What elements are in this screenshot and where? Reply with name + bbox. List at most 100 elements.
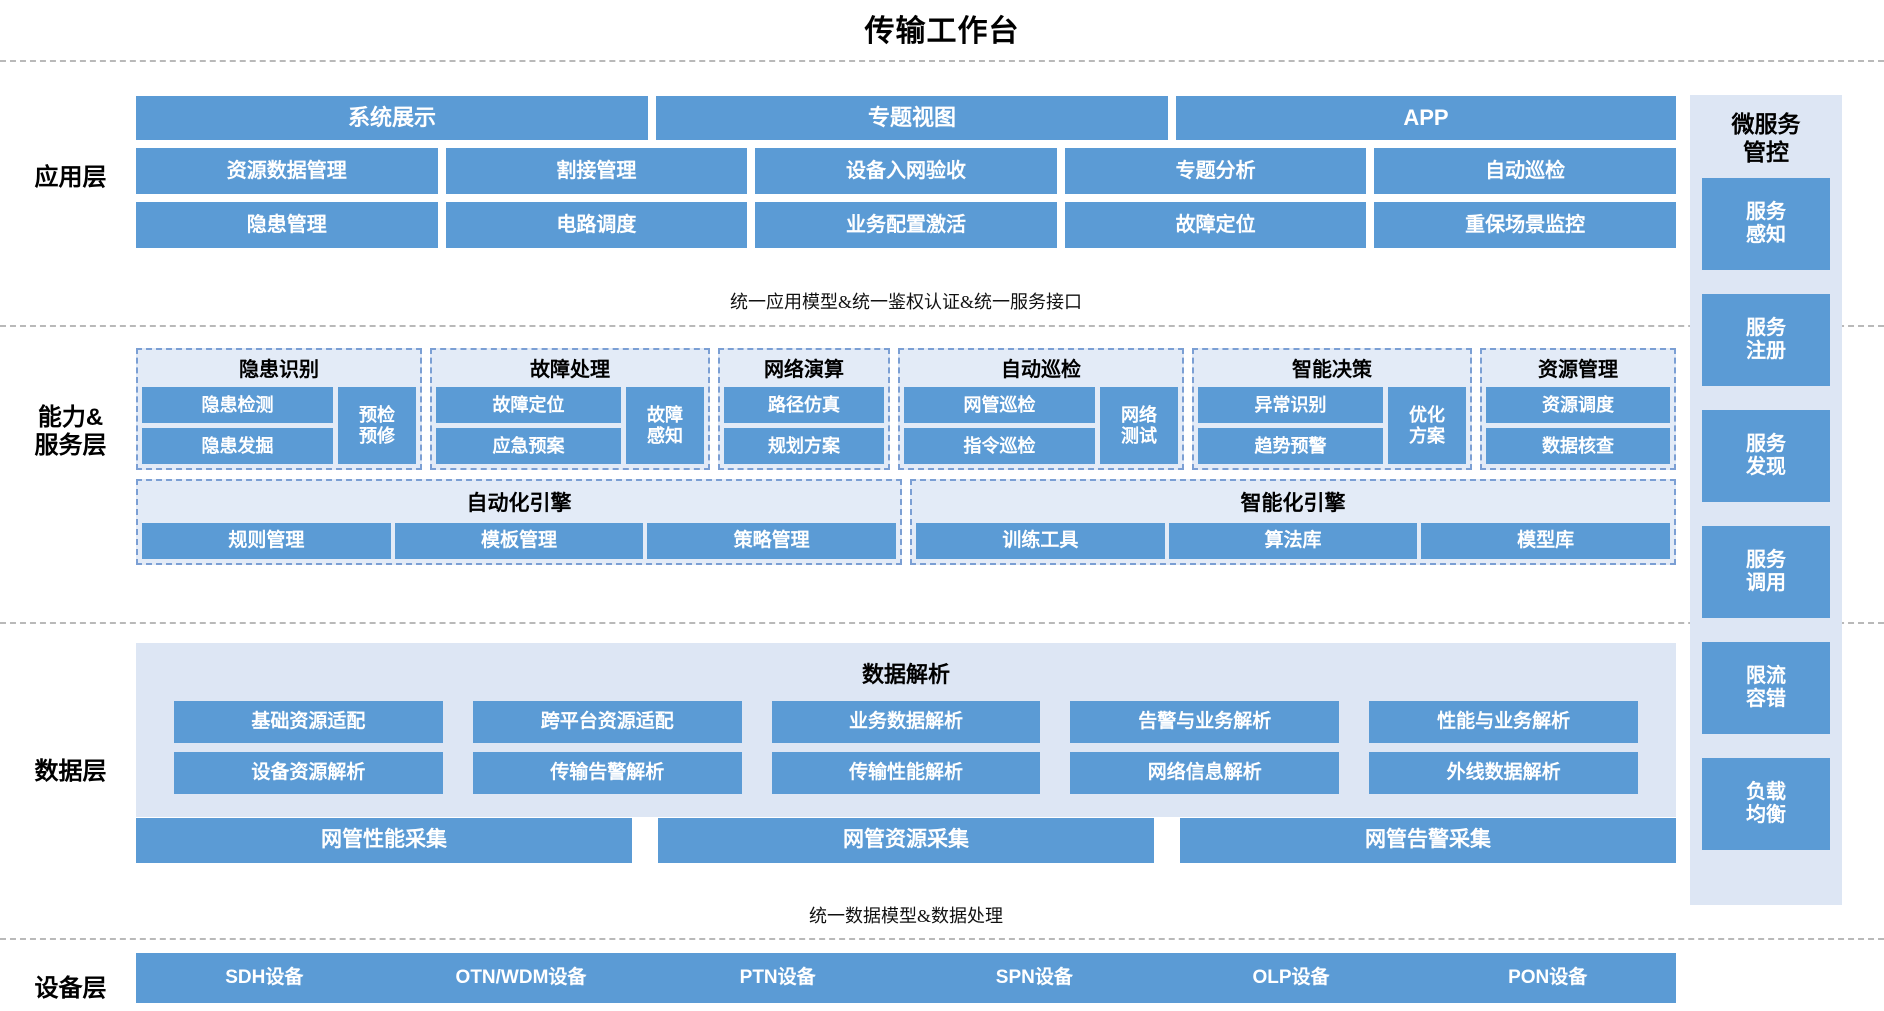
cap-cell-emergency-plan[interactable]: 应急预案 — [436, 428, 621, 464]
engine-cell-rule-mgmt[interactable]: 规则管理 — [142, 523, 391, 559]
cap-tall-line2: 测试 — [1121, 425, 1157, 446]
cap-tall-line1: 预检 — [359, 404, 395, 425]
app-block-service-config-activation[interactable]: 业务配置激活 — [755, 202, 1057, 248]
app-block-system-display[interactable]: 系统展示 — [136, 96, 648, 140]
layer-label-capability-line1: 能力& — [37, 404, 104, 431]
engine-cell-training-tools[interactable]: 训练工具 — [916, 523, 1165, 559]
data-cell-device-resource-parse[interactable]: 设备资源解析 — [174, 752, 443, 794]
ms-item-line1: 服务 — [1746, 549, 1786, 572]
data-cell-network-info-parse[interactable]: 网络信息解析 — [1070, 752, 1340, 794]
microservice-item-awareness[interactable]: 服务 感知 — [1702, 178, 1830, 271]
microservice-item-load-balancing[interactable]: 负载 均衡 — [1702, 758, 1830, 851]
app-block-app[interactable]: APP — [1176, 96, 1676, 140]
device-cell-otn-wdm[interactable]: OTN/WDM设备 — [392, 967, 650, 989]
data-cell-cross-platform-adapt[interactable]: 跨平台资源适配 — [472, 701, 742, 743]
data-collection-row: 网管性能采集 网管资源采集 网管告警采集 — [136, 818, 1676, 863]
application-bottom-row: 隐患管理 电路调度 业务配置激活 故障定位 重保场景监控 — [136, 202, 1676, 248]
device-cell-spn[interactable]: SPN设备 — [906, 967, 1163, 989]
cap-tall-line2: 预修 — [359, 425, 395, 446]
device-cell-sdh[interactable]: SDH设备 — [135, 967, 393, 989]
application-top-row: 系统展示 专题视图 APP — [136, 96, 1676, 140]
data-cell-basic-resource-adapt[interactable]: 基础资源适配 — [174, 701, 443, 743]
microservice-item-invocation[interactable]: 服务 调用 — [1702, 526, 1830, 619]
data-cell-alarm-service-parse[interactable]: 告警与业务解析 — [1070, 701, 1340, 743]
data-panel-title: 数据解析 — [861, 662, 950, 687]
app-block-cutover-mgmt[interactable]: 割接管理 — [445, 148, 748, 194]
collect-cell-nms-alarm[interactable]: 网管告警采集 — [1180, 818, 1676, 863]
collect-cell-nms-performance[interactable]: 网管性能采集 — [136, 818, 632, 863]
ms-item-line2: 感知 — [1746, 224, 1786, 247]
engine-cell-template-mgmt[interactable]: 模板管理 — [394, 523, 644, 559]
microservice-panel: 微服务 管控 服务 感知 服务 注册 服务 发现 服务 调用 — [1690, 95, 1842, 905]
cap-cell-pre-check-repair[interactable]: 预检 预修 — [338, 387, 416, 464]
ms-item-line2: 均衡 — [1746, 804, 1786, 827]
engine-cell-model-library[interactable]: 模型库 — [1421, 523, 1671, 559]
device-cell-olp[interactable]: OLP设备 — [1162, 967, 1420, 989]
cap-cell-network-test[interactable]: 网络 测试 — [1100, 387, 1178, 464]
capability-group-row: 隐患识别 隐患检测 隐患发掘 预检 预修 故障处理 — [136, 348, 1676, 470]
ms-item-line1: 服务 — [1746, 433, 1786, 456]
ms-item-line1: 限流 — [1746, 665, 1786, 688]
cap-tall-line2: 方案 — [1409, 425, 1445, 446]
app-block-topic-view[interactable]: 专题视图 — [656, 96, 1168, 140]
cap-cell-fault-awareness[interactable]: 故障 感知 — [626, 387, 704, 464]
app-block-fault-location[interactable]: 故障定位 — [1064, 202, 1367, 248]
cap-cell-hazard-detect[interactable]: 隐患检测 — [142, 387, 333, 423]
cap-cell-hazard-discover[interactable]: 隐患发掘 — [142, 428, 333, 464]
ms-item-line2: 注册 — [1746, 340, 1786, 363]
ms-item-line2: 容错 — [1746, 688, 1786, 711]
data-cell-performance-service-parse[interactable]: 性能与业务解析 — [1369, 701, 1638, 743]
device-layer-bar: SDH设备 OTN/WDM设备 PTN设备 SPN设备 OLP设备 PON设备 — [135, 953, 1677, 1003]
layer-label-capability: 能力& 服务层 — [8, 404, 133, 461]
ms-item-line1: 服务 — [1746, 317, 1786, 340]
app-block-key-scene-monitor[interactable]: 重保场景监控 — [1374, 202, 1676, 248]
data-row-2: 设备资源解析 传输告警解析 传输性能解析 网络信息解析 外线数据解析 — [174, 752, 1638, 794]
cap-cell-data-verification[interactable]: 数据核查 — [1486, 428, 1670, 464]
data-cell-transport-alarm-parse[interactable]: 传输告警解析 — [472, 752, 742, 794]
engine-title: 自动化引擎 — [466, 492, 572, 515]
cap-cell-fault-location[interactable]: 故障定位 — [436, 387, 621, 423]
capability-group-fault-handling: 故障处理 故障定位 应急预案 故障 感知 — [430, 348, 710, 470]
app-block-circuit-dispatch[interactable]: 电路调度 — [445, 202, 748, 248]
capability-group-auto-inspection: 自动巡检 网管巡检 指令巡检 网络 测试 — [898, 348, 1184, 470]
application-layer: 系统展示 专题视图 APP 资源数据管理 割接管理 设备入网验收 专题分析 自动… — [136, 96, 1676, 256]
capability-group-resource-management: 资源管理 资源调度 数据核查 — [1480, 348, 1676, 470]
data-cell-transport-performance-parse[interactable]: 传输性能解析 — [771, 752, 1041, 794]
cap-cell-anomaly-identification[interactable]: 异常识别 — [1198, 387, 1383, 423]
cap-cell-optimization-scheme[interactable]: 优化 方案 — [1388, 387, 1466, 464]
ms-item-line1: 服务 — [1746, 201, 1786, 224]
cap-cell-resource-scheduling[interactable]: 资源调度 — [1486, 387, 1670, 423]
separator-above-application — [0, 60, 1884, 62]
microservice-item-discovery[interactable]: 服务 发现 — [1702, 410, 1830, 503]
capability-group-network-calculus: 网络演算 路径仿真 规划方案 — [718, 348, 890, 470]
capability-group-title: 智能决策 — [1292, 359, 1372, 381]
app-block-resource-data-mgmt[interactable]: 资源数据管理 — [136, 148, 438, 194]
device-cell-ptn[interactable]: PTN设备 — [649, 967, 906, 989]
device-cell-pon[interactable]: PON设备 — [1419, 967, 1677, 989]
app-block-auto-inspection[interactable]: 自动巡检 — [1374, 148, 1676, 194]
cap-cell-path-simulation[interactable]: 路径仿真 — [724, 387, 884, 423]
cap-cell-planning-scheme[interactable]: 规划方案 — [724, 428, 884, 464]
app-block-topic-analysis[interactable]: 专题分析 — [1064, 148, 1367, 194]
capability-engine-row: 自动化引擎 规则管理 模板管理 策略管理 智能化引擎 训练工具 算法库 模型库 — [136, 479, 1676, 565]
capability-group-title: 自动巡检 — [1001, 359, 1081, 381]
separator-capability-data — [0, 622, 1884, 624]
cap-cell-command-inspection[interactable]: 指令巡检 — [904, 428, 1095, 464]
collect-cell-nms-resource[interactable]: 网管资源采集 — [658, 818, 1154, 863]
layer-label-data: 数据层 — [34, 758, 107, 785]
engine-cell-policy-mgmt[interactable]: 策略管理 — [647, 523, 897, 559]
microservice-item-registration[interactable]: 服务 注册 — [1702, 294, 1830, 387]
capability-group-title: 隐患识别 — [239, 359, 319, 381]
engine-title: 智能化引擎 — [1240, 492, 1346, 515]
engine-cell-algorithm-library[interactable]: 算法库 — [1168, 523, 1418, 559]
cap-cell-nms-inspection[interactable]: 网管巡检 — [904, 387, 1095, 423]
app-block-hazard-mgmt[interactable]: 隐患管理 — [136, 202, 438, 248]
cap-tall-line2: 感知 — [647, 425, 683, 446]
app-block-device-onboarding[interactable]: 设备入网验收 — [755, 148, 1057, 194]
cap-tall-line1: 故障 — [647, 404, 683, 425]
data-cell-outside-plant-parse[interactable]: 外线数据解析 — [1369, 752, 1638, 794]
ms-item-line1: 负载 — [1746, 781, 1786, 804]
cap-cell-trend-warning[interactable]: 趋势预警 — [1198, 428, 1383, 464]
microservice-item-rate-limit-fault-tolerance[interactable]: 限流 容错 — [1702, 642, 1830, 735]
data-cell-service-data-parse[interactable]: 业务数据解析 — [771, 701, 1041, 743]
